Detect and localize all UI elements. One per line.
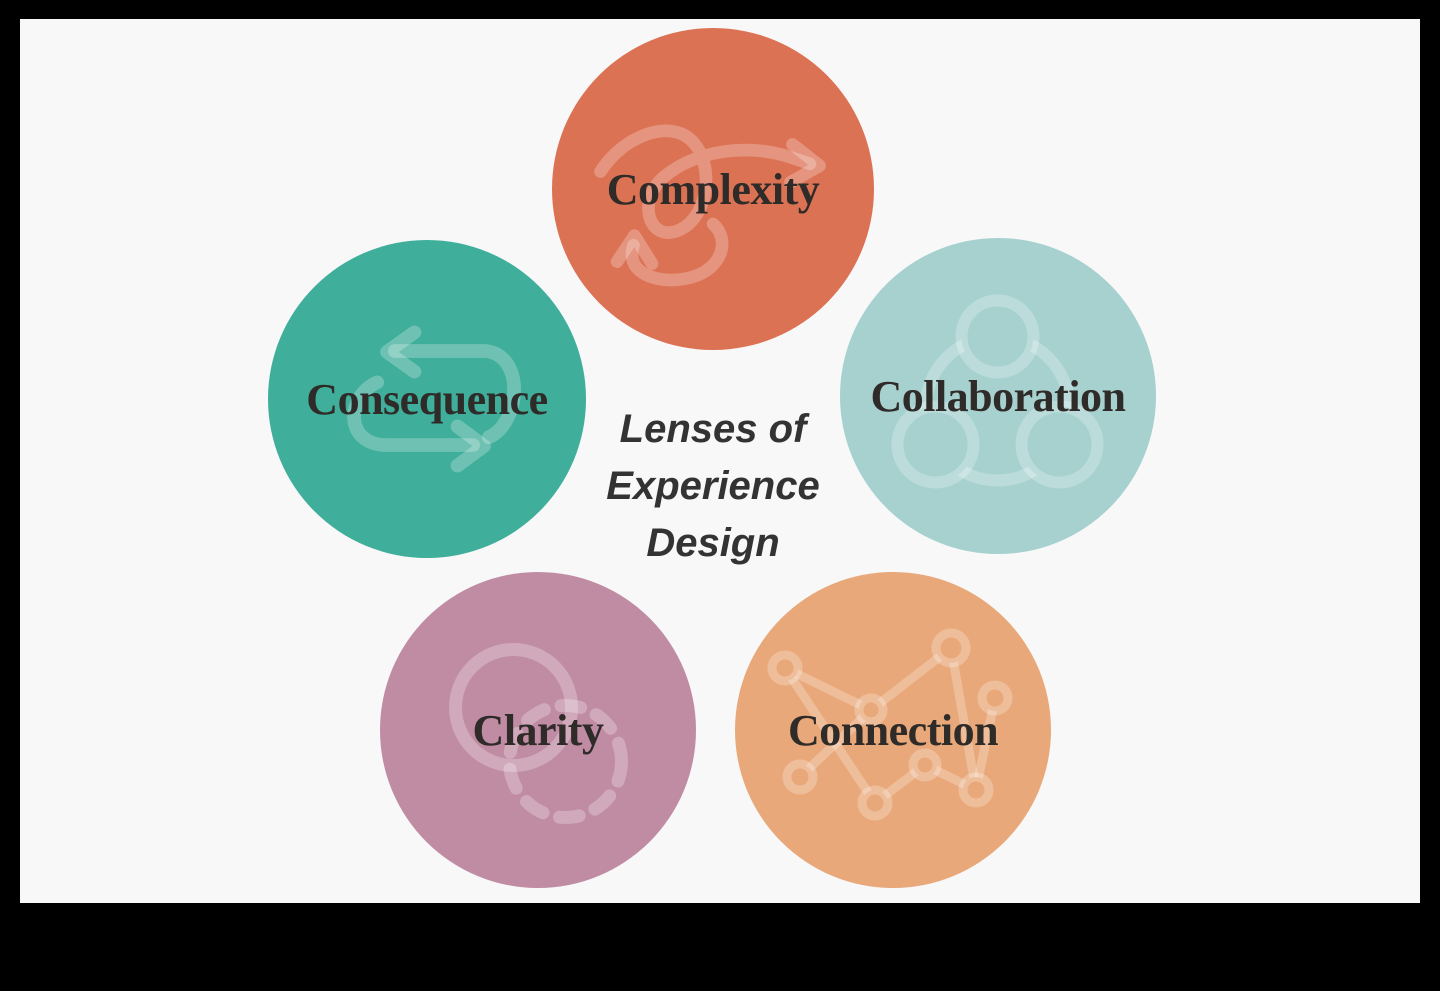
lens-circle-connection: Connection	[735, 572, 1051, 888]
lens-circle-consequence: Consequence	[268, 240, 586, 558]
lens-circle-complexity: Complexity	[552, 28, 874, 350]
lens-circle-collaboration: Collaboration	[840, 238, 1156, 554]
lens-label-connection: Connection	[787, 705, 999, 755]
title-line-2: Experience	[606, 464, 820, 508]
lens-label-collaboration: Collaboration	[870, 371, 1126, 421]
title-line-1: Lenses of	[619, 407, 807, 451]
overlapping-circles-icon	[449, 643, 628, 824]
three-nodes-ring-icon	[891, 294, 1104, 489]
diagram-title: Lenses of Experience Design	[553, 401, 873, 572]
title-line-3: Design	[646, 521, 780, 565]
cycle-arrows-icon	[347, 325, 521, 473]
network-graph-icon	[767, 628, 1013, 821]
lens-label-complexity: Complexity	[606, 164, 820, 214]
infographic-canvas: Complexity Consequence Collaboration Cla…	[20, 19, 1420, 903]
lens-label-consequence: Consequence	[306, 374, 548, 424]
lens-label-clarity: Clarity	[472, 705, 604, 755]
lens-circle-clarity: Clarity	[380, 572, 696, 888]
tangled-arrows-icon	[594, 124, 826, 287]
